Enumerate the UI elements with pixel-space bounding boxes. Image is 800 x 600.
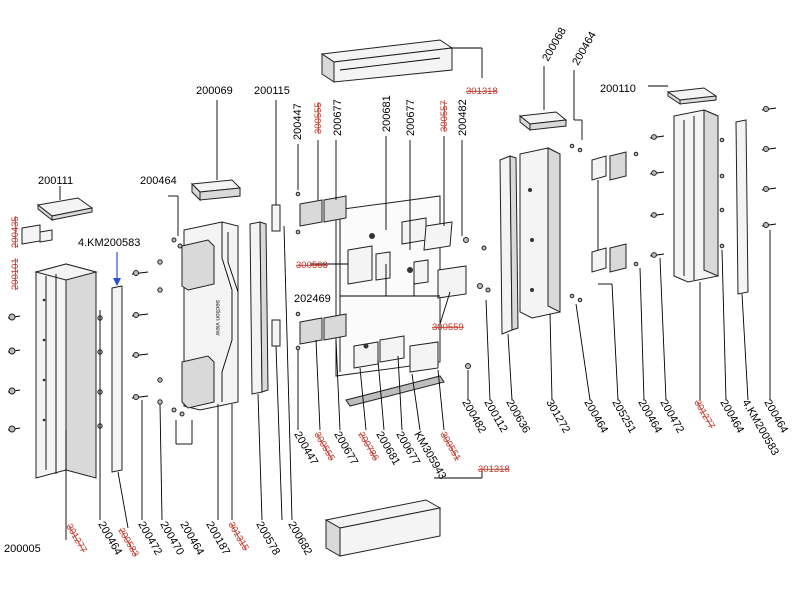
center-screws: [295, 191, 491, 369]
label-300559: 300559: [432, 322, 464, 333]
hinge-205251: [591, 151, 627, 273]
end-cap-200111: [36, 197, 94, 222]
screws-left-column: [7, 313, 21, 433]
label-301272: 301272: [543, 398, 572, 436]
profile-200578: [249, 221, 269, 395]
label-200069: 200069: [196, 85, 233, 97]
strip-200583: [111, 285, 123, 473]
label-200101: 200101: [10, 258, 21, 290]
hinge-pin-200115: [271, 204, 281, 347]
hinge-bracket-200187: [181, 221, 239, 411]
label-200435: 200435: [10, 216, 21, 248]
label-200447-top: 200447: [292, 103, 304, 140]
label-300555-top: 300555: [313, 102, 324, 134]
clamp-plates-left: [299, 195, 467, 373]
label-200677-a: 200677: [332, 99, 344, 136]
label-200068: 200068: [540, 26, 569, 64]
cap-200110: [666, 87, 718, 105]
rail-301318-bottom: [324, 499, 442, 557]
screws-200464-g: [719, 137, 725, 249]
label-200464-d: 200464: [570, 30, 599, 68]
label-301277-left: 301277: [63, 522, 88, 555]
label-301318-bottom: 301318: [478, 464, 510, 475]
profile-200005: [34, 263, 98, 479]
strip-km200583-right: [735, 119, 749, 295]
label-200578: 200578: [253, 520, 282, 558]
cap-200069: [190, 179, 242, 202]
rail-301318-top: [320, 39, 454, 83]
section-view-note: section view: [214, 300, 221, 336]
small-cover-plate: [21, 224, 53, 245]
label-200482-top: 200482: [457, 99, 469, 136]
label-200682: 200682: [285, 520, 314, 558]
profile-301272: [519, 147, 561, 319]
screws-200470-column: [157, 259, 163, 405]
label-301318-top: 301318: [466, 86, 498, 97]
screws-200464-column-b: [171, 237, 185, 417]
label-300557: 300557: [439, 100, 450, 132]
screws-200472-column: [131, 270, 149, 400]
label-200005: 200005: [4, 543, 41, 555]
screws-200464-d: [569, 143, 583, 303]
label-200111: 200111: [38, 175, 73, 187]
label-205251: 205251: [609, 398, 638, 436]
blue-arrow: [113, 252, 121, 286]
label-200677-b: 200677: [405, 99, 417, 136]
label-300563: 300563: [296, 260, 328, 271]
label-300551: 300551: [437, 430, 462, 463]
label-200464-b: 200464: [140, 175, 177, 187]
screws-right-column: [633, 134, 665, 267]
screws-200464-h: [761, 106, 777, 228]
label-200115: 200115: [254, 85, 290, 97]
label-202469: 202469: [294, 293, 331, 305]
label-200110: 200110: [600, 83, 636, 95]
profile-200636: [499, 155, 519, 335]
label-200681-top: 200681: [381, 95, 393, 132]
center-leaders: [297, 136, 491, 431]
profile-301277-right: [673, 109, 719, 283]
strip-km305943: [345, 375, 445, 407]
label-301277-right: 301277: [691, 398, 716, 431]
label-4km200583-left: 4.KM200583: [78, 237, 140, 249]
cap-200068: [518, 111, 568, 132]
label-200464-e: 200464: [581, 398, 610, 436]
